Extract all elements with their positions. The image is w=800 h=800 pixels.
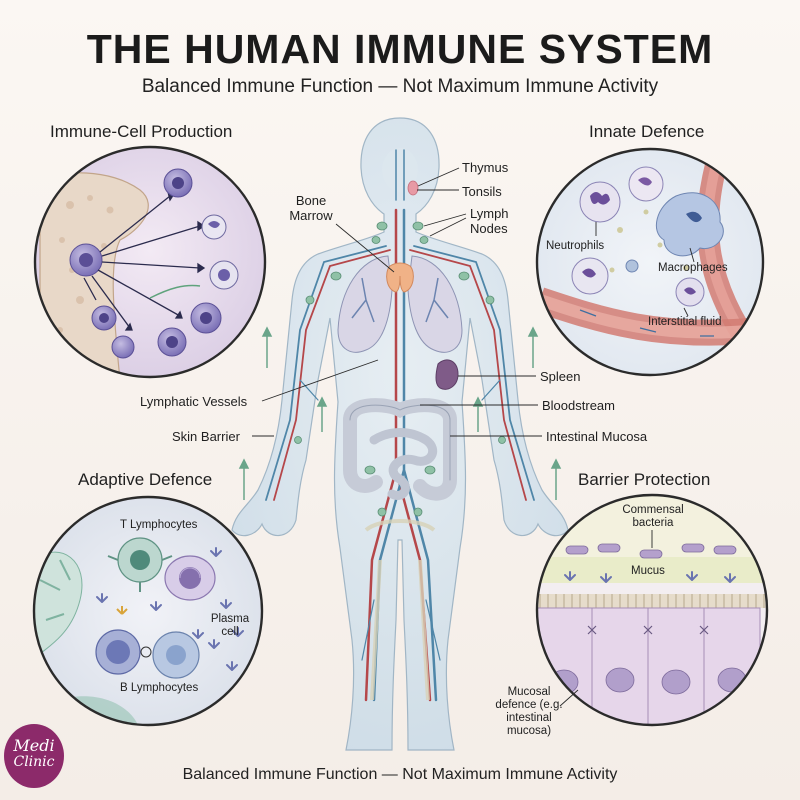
b-lymphocytes: [95, 629, 200, 679]
lymph-flow-arrows: [238, 326, 562, 500]
production-panel-title: Immune-Cell Production: [50, 122, 233, 141]
page-footer: Balanced Immune Function — Not Maximum I…: [182, 766, 618, 783]
macrophage-cells: [625, 192, 724, 307]
t-lymphocyte: [107, 537, 173, 592]
neutrophil-cells: [571, 166, 664, 295]
label-lymphatic-vessels: Lymphatic Vessels: [140, 394, 248, 409]
innate-panel-title: Innate Defence: [589, 122, 705, 141]
label-mucosal-defence: Mucosal defence (e.g. intestinal mucosa): [495, 686, 563, 737]
label-thymus: Thymus: [462, 160, 509, 175]
immune-cell-production-panel: [33, 145, 267, 379]
logo-line-2: Clinic: [13, 754, 55, 770]
innate-defence-panel: [535, 147, 765, 377]
label-leader-lines: [252, 167, 542, 437]
label-skin-barrier: Skin Barrier: [172, 429, 240, 444]
antibodies: [96, 547, 244, 671]
barrier-panel-title: Barrier Protection: [578, 470, 711, 489]
plasma-cell: [164, 555, 216, 601]
spleen-organ: [435, 359, 459, 390]
label-interstitial-fluid: Interstitial fluid: [648, 316, 722, 328]
label-mucus: Mucus: [631, 565, 665, 577]
lymph-nodes: [294, 221, 506, 517]
label-macrophages: Macrophages: [658, 262, 728, 274]
page-subtitle: Balanced Immune Function — Not Maximum I…: [141, 76, 659, 97]
page-title: THE HUMAN IMMUNE SYSTEM: [86, 26, 714, 72]
label-bloodstream: Bloodstream: [542, 398, 615, 413]
produced-cells: [91, 168, 239, 359]
tonsil-organ: [407, 180, 419, 196]
adaptive-panel-title: Adaptive Defence: [78, 470, 213, 489]
lungs: [337, 255, 463, 353]
label-plasma-cell: Plasma cell: [210, 613, 250, 638]
label-bone-marrow: Bone Marrow: [289, 193, 333, 223]
logo-line-1: Medi: [13, 736, 55, 755]
label-b-lymphocytes: B Lymphocytes: [120, 682, 199, 694]
barrier-protection-panel: [535, 493, 769, 727]
adaptive-defence-panel: [32, 495, 264, 727]
label-tonsils: Tonsils: [462, 184, 502, 199]
label-spleen: Spleen: [540, 369, 581, 384]
skeleton-hint: [364, 519, 436, 701]
label-lymph-nodes: Lymph Nodes: [470, 206, 509, 236]
label-t-lymphocytes: T Lymphocytes: [120, 519, 198, 531]
label-commensal-bacteria: Commensal bacteria: [622, 504, 684, 529]
medi-clinic-logo: Medi Clinic: [4, 724, 64, 788]
label-neutrophils: Neutrophils: [546, 240, 605, 252]
label-intestinal-mucosa: Intestinal Mucosa: [546, 429, 648, 444]
thymus-organ: [386, 262, 414, 293]
